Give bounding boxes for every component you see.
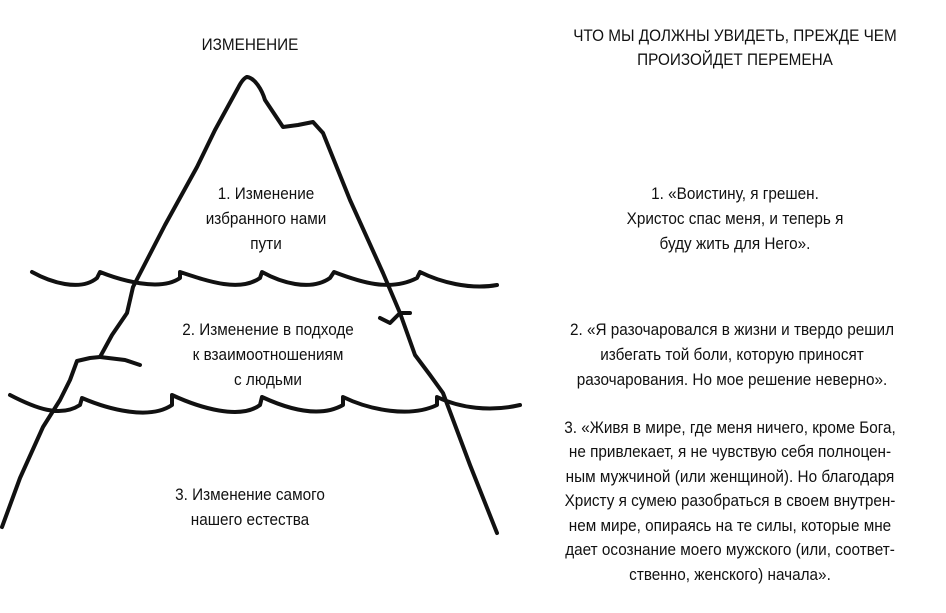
- statement-text: не привлекает, я не чувствую себя полноц…: [568, 442, 892, 461]
- level-text: к взаимоотношениям: [192, 345, 344, 364]
- statement-text: дает осознание моего мужского (или, соот…: [565, 540, 895, 559]
- statement-text: 3. «Живя в мире, где меня ничего, кроме …: [564, 418, 896, 437]
- statement-text: избегать той боли, которую приносят: [600, 345, 864, 364]
- level-text: 2. Изменение в подходе: [182, 320, 354, 339]
- statement-text: 2. «Я разочаровался в жизни и твердо реш…: [569, 320, 895, 339]
- iceberg-outline-right: [245, 75, 499, 535]
- level-text: нашего естества: [190, 510, 310, 529]
- waterline-lower: [8, 393, 522, 415]
- left-title: ИЗМЕНЕНИЕ: [201, 35, 299, 54]
- statement-text: 1. «Воистину, я грешен.: [651, 184, 819, 203]
- level-text: 3. Изменение самого: [175, 485, 325, 504]
- statement-text: Христу я сумею разобраться в своем внутр…: [564, 491, 896, 510]
- statement-text: Христос спас меня, и теперь я: [626, 209, 844, 228]
- statement-text: ным мужчиной (или женщиной). Но благодар…: [565, 467, 895, 486]
- level-text: 1. Изменение: [217, 184, 315, 203]
- statement-text: буду жить для Него».: [659, 234, 811, 253]
- iceberg-outline-left: [0, 75, 249, 529]
- statement-text: ственно, женского) начала».: [629, 565, 831, 584]
- level-text: избранного нами: [205, 209, 327, 228]
- level-text: с людьми: [234, 370, 302, 389]
- statement-text: нем мире, опираясь на те силы, которые м…: [568, 516, 892, 535]
- statement-text: разочарования. Но мое решение неверно».: [576, 370, 888, 389]
- iceberg-crack: [378, 311, 412, 325]
- iceberg-ledge: [98, 355, 142, 367]
- level-text: пути: [250, 234, 282, 253]
- right-title-line: ПРОИЗОЙДЕТ ПЕРЕМЕНА: [637, 50, 833, 69]
- right-title-line: ЧТО МЫ ДОЛЖНЫ УВИДЕТЬ, ПРЕЖДЕ ЧЕМ: [573, 26, 897, 45]
- waterline-upper: [30, 270, 499, 289]
